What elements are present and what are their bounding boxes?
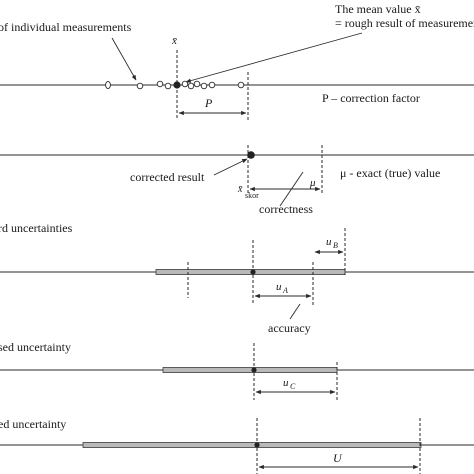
measurement-point: [136, 82, 144, 90]
measurement-points: [105, 80, 245, 90]
measurement-point: [200, 82, 208, 90]
center-point-4: [251, 367, 257, 373]
accuracy-label: accuracy: [268, 321, 311, 335]
uC-label: u: [283, 377, 289, 389]
uA-subscript: A: [282, 286, 288, 295]
individual-measurements-label: of individual measurements: [0, 20, 132, 34]
corrected-result-label: corrected result: [130, 170, 205, 184]
measurement-point: [105, 80, 111, 90]
rough-result-label: = rough result of measurement: [335, 16, 474, 30]
mean-value-pointer-arrow: [185, 32, 363, 83]
center-point-5: [254, 442, 260, 448]
corrected-result-pointer-arrow: [213, 158, 248, 176]
correctness-label: correctness: [259, 202, 313, 216]
correction-factor-label: P – correction factor: [322, 91, 420, 105]
expanded-uncertainty-label: ed uncertainty: [0, 417, 66, 431]
measurement-point: [208, 81, 216, 89]
xbar-skor-subscript: skor: [245, 191, 259, 200]
accuracy-leader-line: [289, 303, 301, 320]
measurement-point: [164, 82, 172, 90]
measurements-pointer-arrow: [111, 37, 137, 81]
combined-uncertainty-label: sed uncertainty: [0, 340, 71, 354]
mean-point: [173, 81, 181, 89]
mean-value-label: The mean value x̄: [335, 2, 421, 16]
uB-subscript: B: [333, 241, 338, 250]
xbar-skor-label: x̄: [237, 184, 243, 195]
U-label: U: [333, 451, 343, 465]
measurement-point: [156, 80, 164, 88]
correctness-leader-line: [279, 171, 304, 207]
standard-uncertainties-label: rd uncertainties: [0, 221, 73, 235]
measurement-point: [181, 80, 189, 88]
measurement-point: [237, 81, 245, 89]
expanded-uncertainty-bar: [82, 442, 422, 448]
uB-label: u: [326, 236, 332, 248]
uC-subscript: C: [290, 382, 296, 391]
combined-uncertainty-bar: [162, 367, 338, 373]
mu-label: μ: [309, 177, 316, 189]
exact-value-label: μ - exact (true) value: [340, 166, 440, 180]
xbar-label: x̄: [171, 35, 177, 47]
measurement-point: [193, 80, 201, 88]
corrected-result-point: [247, 151, 255, 159]
uA-label: u: [276, 281, 282, 293]
center-point-3: [250, 269, 256, 275]
P-label: P: [204, 96, 213, 110]
measurement-point: [187, 82, 195, 90]
